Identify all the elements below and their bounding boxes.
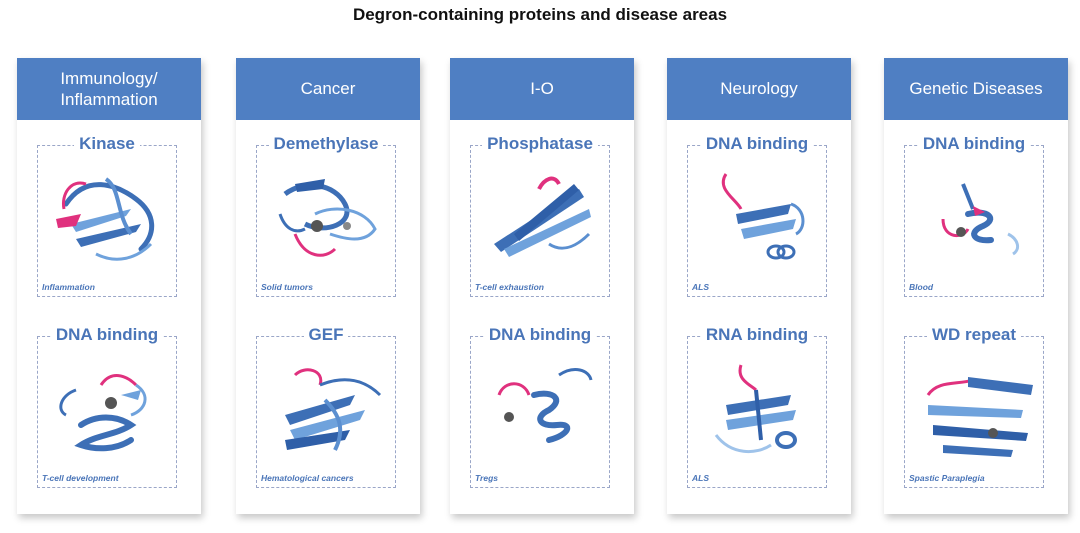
protein-structure-image [56, 177, 155, 261]
protein-panel-gef: GEF Hematological cancers [256, 325, 396, 488]
panel-title: DNA binding [700, 134, 814, 153]
panel-caption: ALS [692, 282, 709, 292]
protein-panel-kinase: Kinase Inflammation [37, 134, 177, 297]
protein-panel-dna-binding: DNA binding Blood [904, 134, 1044, 297]
column-header: Cancer [236, 58, 420, 120]
protein-panel-rna-binding: RNA binding ALS [687, 325, 827, 488]
protein-structure-image [494, 176, 591, 257]
protein-panel-dna-binding: DNA binding ALS [687, 134, 827, 297]
disease-column-cancer: Cancer Demethylase Solid tumors GEF Hema… [236, 58, 420, 514]
panel-title: DNA binding [917, 134, 1031, 153]
panel-caption: ALS [692, 473, 709, 483]
protein-structure-image [941, 183, 1020, 256]
disease-column-immunology: Immunology/ Inflammation Kinase Inflamma… [17, 58, 201, 514]
panel-title: GEF [303, 325, 349, 344]
panel-caption: T-cell exhaustion [475, 282, 544, 292]
protein-panel-dna-binding: DNA binding T-cell development [37, 325, 177, 488]
disease-column-neurology: Neurology DNA binding ALS RNA binding AL… [667, 58, 851, 514]
panel-caption: Blood [909, 282, 934, 292]
protein-panel-phosphatase: Phosphatase T-cell exhaustion [470, 134, 610, 297]
protein-panel-dna-binding: DNA binding Tregs [470, 325, 610, 488]
protein-structure-image [926, 377, 1033, 457]
panel-caption: Inflammation [42, 282, 95, 292]
panel-title: Phosphatase [482, 134, 598, 153]
protein-panel-wd-repeat: WD repeat Spastic Paraplegia [904, 325, 1044, 488]
protein-structure-image [285, 368, 382, 451]
protein-structure-image [278, 179, 377, 257]
panel-caption: T-cell development [42, 473, 119, 483]
panel-title: Demethylase [268, 134, 384, 153]
column-header: Neurology [667, 58, 851, 120]
disease-column-genetic: Genetic Diseases DNA binding Blood WD re… [884, 58, 1068, 514]
disease-column-io: I-O Phosphatase T-cell exhaustion DNA bi… [450, 58, 634, 514]
column-header: Immunology/ Inflammation [17, 58, 201, 120]
panel-title: DNA binding [50, 325, 164, 344]
panel-title: Kinase [74, 134, 140, 153]
protein-structure-image [59, 374, 147, 452]
protein-structure-image [714, 364, 797, 454]
panel-title: RNA binding [700, 325, 814, 344]
panel-caption: Hematological cancers [261, 473, 354, 483]
panel-caption: Spastic Paraplegia [909, 473, 985, 483]
column-header: Genetic Diseases [884, 58, 1068, 120]
column-header: I-O [450, 58, 634, 120]
panel-caption: Solid tumors [261, 282, 313, 292]
protein-structure-image [721, 173, 805, 260]
panel-title: DNA binding [483, 325, 597, 344]
figure-title: Degron-containing proteins and disease a… [352, 5, 728, 24]
panel-caption: Tregs [475, 473, 498, 483]
protein-structure-image [497, 368, 593, 443]
panel-title: WD repeat [926, 325, 1022, 344]
protein-panel-demethylase: Demethylase Solid tumors [256, 134, 396, 297]
